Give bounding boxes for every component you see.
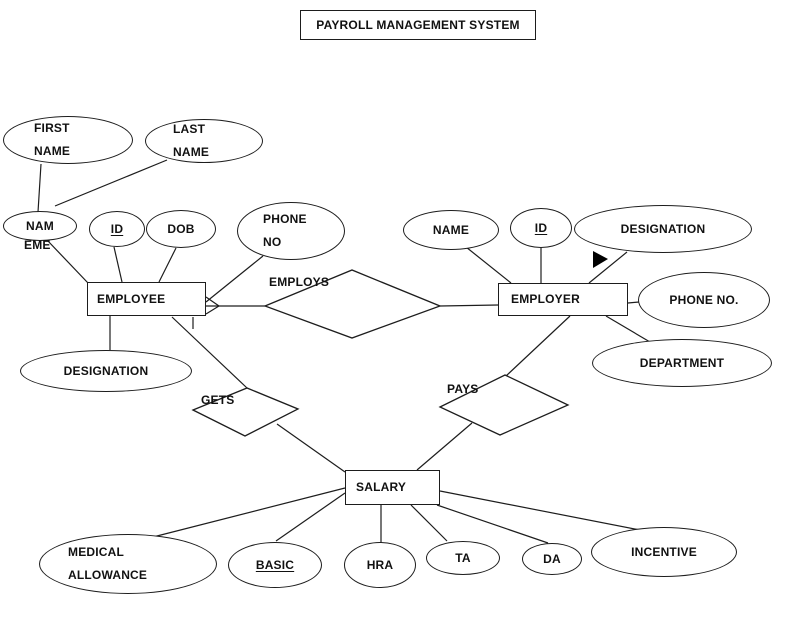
connector-line — [276, 423, 346, 473]
relationship-gets-label: GETS — [201, 393, 235, 407]
attribute-last-name: LAST NAME — [145, 119, 263, 163]
attribute-dob-label: DOB — [167, 221, 195, 236]
connector-line — [416, 422, 473, 471]
connector-line — [152, 487, 346, 538]
attribute-last-name-label: LAST NAME — [173, 121, 210, 159]
attribute-name-employee: NAM EME — [3, 211, 77, 252]
connector-line — [275, 492, 346, 542]
attribute-hra: HRA — [344, 542, 416, 588]
connector-line — [54, 159, 168, 207]
connector-line — [436, 504, 549, 544]
diagram-title: PAYROLL MANAGEMENT SYSTEM — [300, 10, 536, 40]
attribute-hra-label: HRA — [366, 557, 394, 572]
relationship-employs-label: EMPLOYS — [269, 275, 330, 289]
crow-foot-mark — [205, 296, 221, 315]
entity-employer: EMPLOYER — [498, 283, 628, 316]
connector-line — [465, 246, 512, 284]
connector-line — [439, 304, 499, 307]
attribute-medical-allowance-label: MEDICAL ALLOWANCE — [68, 544, 148, 582]
attribute-name-employee-overflow: EME — [24, 238, 51, 252]
connector-line — [205, 255, 264, 303]
entity-employee-label: EMPLOYEE — [97, 291, 166, 306]
connector-line — [46, 239, 89, 284]
pointer-arrow-icon — [593, 251, 608, 268]
relationship-pays-label: PAYS — [447, 382, 479, 396]
attribute-name-employee-label: NAM — [26, 218, 54, 233]
attribute-designation-employee-label: DESIGNATION — [63, 363, 149, 378]
relationship-gets-diamond — [191, 387, 300, 437]
attribute-incentive: INCENTIVE — [591, 527, 737, 577]
connector-line — [171, 316, 248, 389]
connector-line — [410, 504, 448, 542]
attribute-da: DA — [522, 543, 582, 575]
attribute-name-employer-label: NAME — [432, 222, 470, 237]
attribute-incentive-label: INCENTIVE — [631, 544, 697, 559]
attribute-designation-employee: DESIGNATION — [20, 350, 192, 392]
entity-employer-label: EMPLOYER — [511, 292, 580, 307]
diagram-title-text: PAYROLL MANAGEMENT SYSTEM — [316, 17, 520, 32]
relationship-employs-diamond — [263, 269, 442, 339]
attribute-department: DEPARTMENT — [592, 339, 772, 387]
attribute-employee-id-label: ID — [110, 221, 124, 236]
connector-line — [37, 163, 42, 213]
connector-line — [588, 251, 628, 284]
attribute-first-name-label: FIRST NAME — [34, 120, 71, 158]
connectors — [37, 159, 651, 544]
attribute-name-employer: NAME — [403, 210, 499, 250]
connector-line — [505, 315, 571, 377]
connector-line — [113, 246, 123, 283]
attribute-ta: TA — [426, 541, 500, 575]
relationship-pays-diamond — [438, 374, 570, 436]
attribute-dob: DOB — [146, 210, 216, 248]
attribute-basic-label: BASIC — [255, 557, 295, 572]
connector-line — [158, 247, 177, 283]
entity-salary: SALARY — [345, 470, 440, 505]
attribute-basic: BASIC — [228, 542, 322, 588]
attribute-first-name: FIRST NAME — [3, 116, 133, 164]
attribute-da-label: DA — [543, 551, 561, 566]
attribute-employee-id: ID — [89, 211, 145, 247]
connector-line — [605, 315, 651, 343]
attribute-designation-employer-label: DESIGNATION — [620, 221, 706, 236]
attribute-phone-no-employee-label: PHONE NO — [263, 211, 307, 249]
connector-line — [439, 490, 646, 532]
attribute-employer-id-label: ID — [534, 220, 548, 235]
attribute-designation-employer: DESIGNATION — [574, 205, 752, 253]
attribute-phone-no-employer: PHONE NO. — [638, 272, 770, 328]
attribute-phone-no-employer-label: PHONE NO. — [669, 292, 739, 307]
attribute-ta-label: TA — [455, 550, 471, 565]
entity-salary-label: SALARY — [356, 480, 407, 495]
attribute-employer-id: ID — [510, 208, 572, 248]
connector-line — [627, 301, 640, 304]
attribute-phone-no-employee: PHONE NO — [237, 202, 345, 260]
attribute-medical-allowance: MEDICAL ALLOWANCE — [39, 534, 217, 594]
entity-employee: EMPLOYEE — [87, 282, 206, 316]
attribute-department-label: DEPARTMENT — [639, 355, 725, 370]
